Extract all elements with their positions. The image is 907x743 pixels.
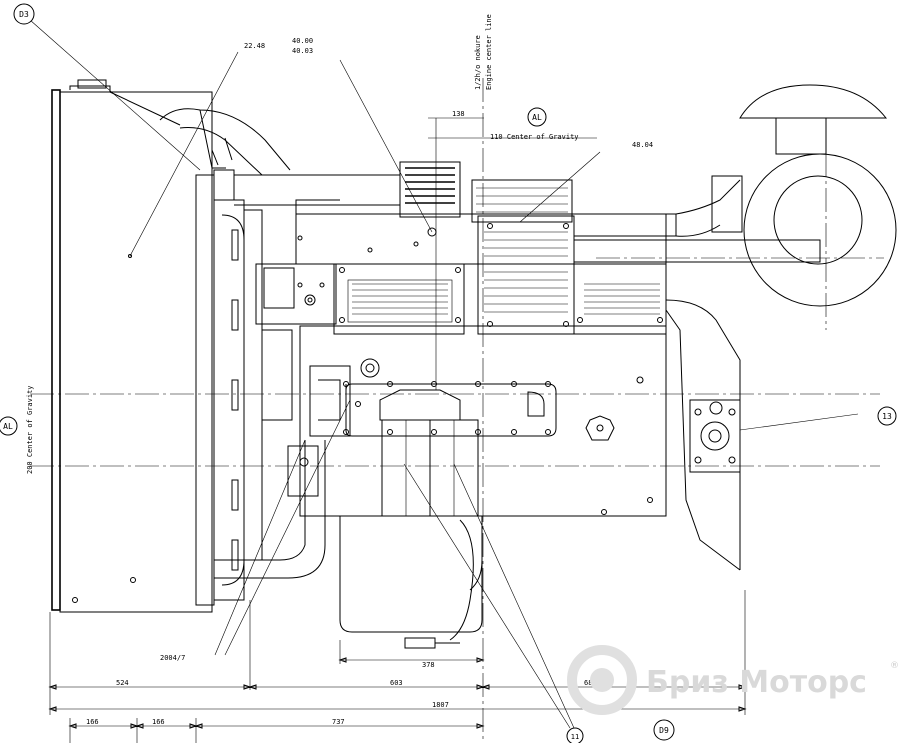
center-of-gravity-left: 200 Center of Gravity	[26, 385, 34, 474]
radiator	[51, 79, 215, 613]
lower-hose	[214, 440, 326, 579]
callout-13-text: 13	[882, 412, 892, 421]
oil-pan	[339, 516, 483, 649]
dim-524: 524	[116, 679, 129, 687]
front-bracket	[255, 263, 337, 325]
dim-378: 378	[422, 661, 435, 669]
turbo-and-air-cleaner	[574, 84, 897, 571]
engine-upper	[295, 161, 667, 265]
crank-center-line-1: 1/2h/o nokure	[474, 35, 482, 90]
callout-d3-text: D3	[19, 10, 29, 19]
center-of-gravity-top: 110 Center of Gravity	[490, 133, 579, 141]
dim-138: 138	[452, 110, 465, 118]
ref-40-00: 40.00	[292, 37, 313, 45]
ref-48-04: 48.04	[632, 141, 653, 149]
rocker-cover-left	[333, 263, 465, 335]
dimension-lines	[48, 590, 747, 743]
dim-680: 680	[584, 679, 597, 687]
watermark-trademark: ®	[890, 661, 899, 671]
dim-737: 737	[332, 718, 345, 726]
dim-603: 603	[390, 679, 403, 687]
ref-2004-7: 2004/7	[160, 654, 185, 662]
top-grille	[471, 179, 573, 223]
ref-22-48: 22.48	[244, 42, 265, 50]
callouts	[0, 3, 897, 743]
rocker-cover-middle	[477, 215, 575, 335]
callout-al-top-text: AL	[532, 113, 542, 122]
pulley-stack	[405, 167, 455, 204]
watermark-text: Бриз Моторс	[646, 665, 867, 700]
leader-lines	[29, 19, 859, 729]
fan-shroud	[214, 199, 293, 601]
crank-center-line-2: Engine center line	[485, 14, 493, 90]
callout-al-left-text: AL	[3, 422, 13, 431]
callout-11-text: 11	[571, 733, 579, 741]
dim-166-b: 166	[152, 718, 165, 726]
dim-166-a: 166	[86, 718, 99, 726]
watermark-logo: Бриз Моторс ®	[567, 645, 899, 715]
callout-d9-text: D9	[659, 726, 669, 735]
ref-40-03: 40.03	[292, 47, 313, 55]
dim-1807: 1807	[432, 701, 449, 709]
rocker-cover-right	[573, 263, 667, 335]
